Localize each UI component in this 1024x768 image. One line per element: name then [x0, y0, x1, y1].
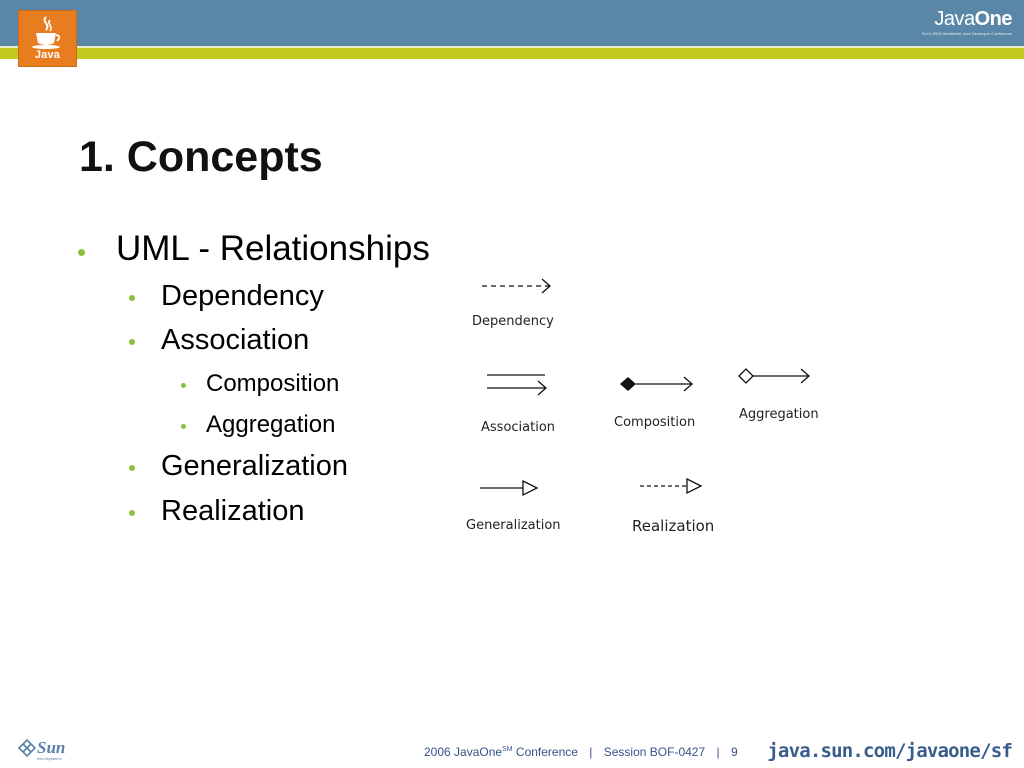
header-stripe-highlight [0, 46, 1024, 48]
bullet-generalization: Generalization [129, 448, 348, 484]
javaone-wordmark-suffix: One [974, 8, 1013, 30]
bullet-aggregation: Aggregation [181, 410, 335, 440]
footer-conference-info: 2006 JavaOneSM Conference | Session BOF-… [424, 745, 738, 759]
bullet-dot-icon [181, 424, 186, 429]
bullet-dot-icon [129, 510, 135, 516]
composition-notation: Composition [614, 376, 695, 430]
java-cup-icon [32, 16, 61, 49]
realization-label: Realization [632, 517, 714, 535]
sun-logo-subtext: microsystems [37, 756, 62, 761]
bullet-dot-icon [181, 383, 186, 388]
sun-logo: Sun microsystems [17, 738, 77, 764]
javaone-brand: JavaOne Sun's 2006 Worldwide Java Develo… [921, 8, 1013, 36]
bullet-text: Composition [206, 370, 340, 397]
bullet-composition: Composition [181, 369, 339, 399]
dependency-notation: Dependency [472, 278, 554, 329]
generalization-notation: Generalization [466, 479, 561, 533]
java-logo: Java [18, 10, 77, 67]
footer-conference-name: 2006 JavaOne [424, 745, 503, 759]
footer-separator: | [716, 745, 720, 759]
footer-separator: | [589, 745, 593, 759]
bullet-text: Association [161, 324, 310, 356]
bullet-text: Dependency [161, 280, 324, 312]
bullet-association: Association [129, 322, 309, 358]
java-logo-label: Java [34, 49, 61, 61]
footer-session: Session BOF-0427 [603, 745, 706, 759]
footer-page-number: 9 [730, 745, 738, 759]
header-stripe [0, 46, 1024, 59]
bullet-uml-relationships: UML - Relationships [78, 228, 430, 270]
bullet-text: UML - Relationships [116, 229, 430, 268]
bullet-realization: Realization [129, 493, 304, 529]
composition-label: Composition [614, 415, 695, 430]
uml-relationship-diagram: Dependency Association Composition Aggre… [466, 278, 819, 535]
header-band [0, 0, 1024, 46]
sun-logo-word: Sun [37, 738, 66, 757]
bullet-text: Generalization [161, 450, 348, 482]
bullet-dependency: Dependency [129, 278, 324, 314]
bullet-dot-icon [129, 465, 135, 471]
footer-url[interactable]: java.sun.com/javaone/sf [767, 740, 1013, 762]
aggregation-notation: Aggregation [738, 368, 819, 422]
aggregation-label: Aggregation [739, 407, 819, 422]
javaone-wordmark-prefix: Java [934, 8, 975, 30]
bullet-text: Aggregation [206, 411, 336, 438]
association-notation: Association [481, 374, 555, 435]
footer-conference-suffix: Conference [512, 745, 578, 759]
slide-title: 1. Concepts [79, 133, 323, 181]
footer-service-mark: SM [502, 746, 513, 753]
association-label: Association [481, 420, 555, 435]
bullet-dot-icon [78, 249, 85, 256]
dependency-label: Dependency [472, 314, 554, 329]
bullet-dot-icon [129, 339, 135, 345]
javaone-tagline: Sun's 2006 Worldwide Java Developer Conf… [921, 31, 1012, 36]
realization-notation: Realization [632, 477, 714, 535]
javaone-wordmark: JavaOne [922, 8, 1012, 30]
bullet-dot-icon [129, 295, 135, 301]
bullet-text: Realization [161, 495, 305, 527]
generalization-label: Generalization [466, 518, 561, 533]
sun-diamond-icon [17, 738, 37, 758]
